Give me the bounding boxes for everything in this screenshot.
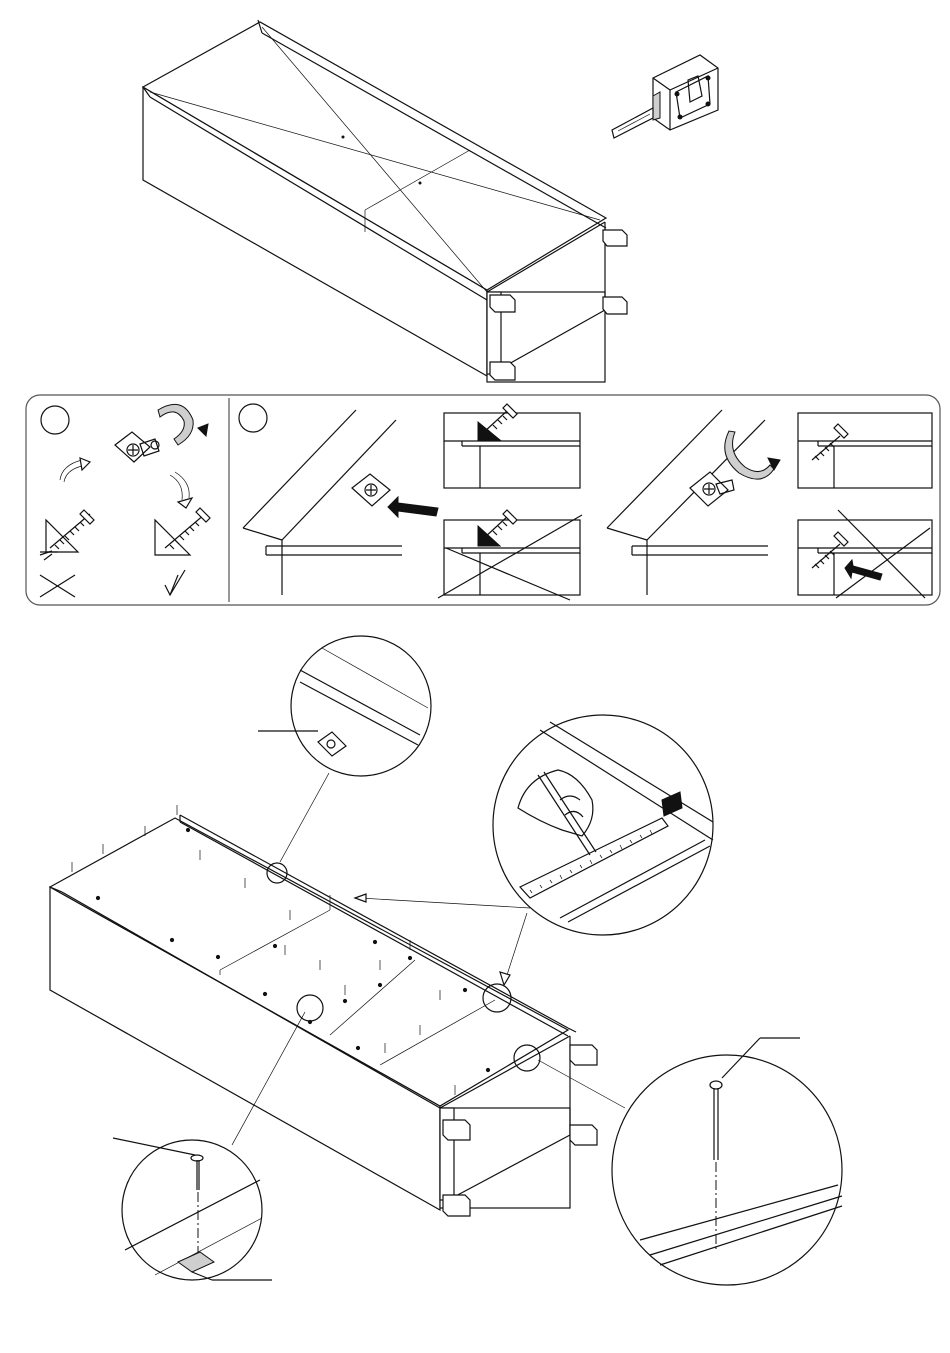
magnifier-callout [258,636,431,883]
tape-measure-icon [612,55,718,138]
cam-lock-fitting-icon [318,732,346,756]
magnifier-callout [483,715,713,1012]
cabinet-top-view [143,20,606,382]
ruler-mark-arrow [355,894,530,908]
ruler-icon [520,818,668,898]
pencil-hand-icon [518,770,596,855]
nail-icon [710,1081,722,1250]
nail-icon [191,1155,203,1255]
glide-pad-icon [178,1252,272,1280]
